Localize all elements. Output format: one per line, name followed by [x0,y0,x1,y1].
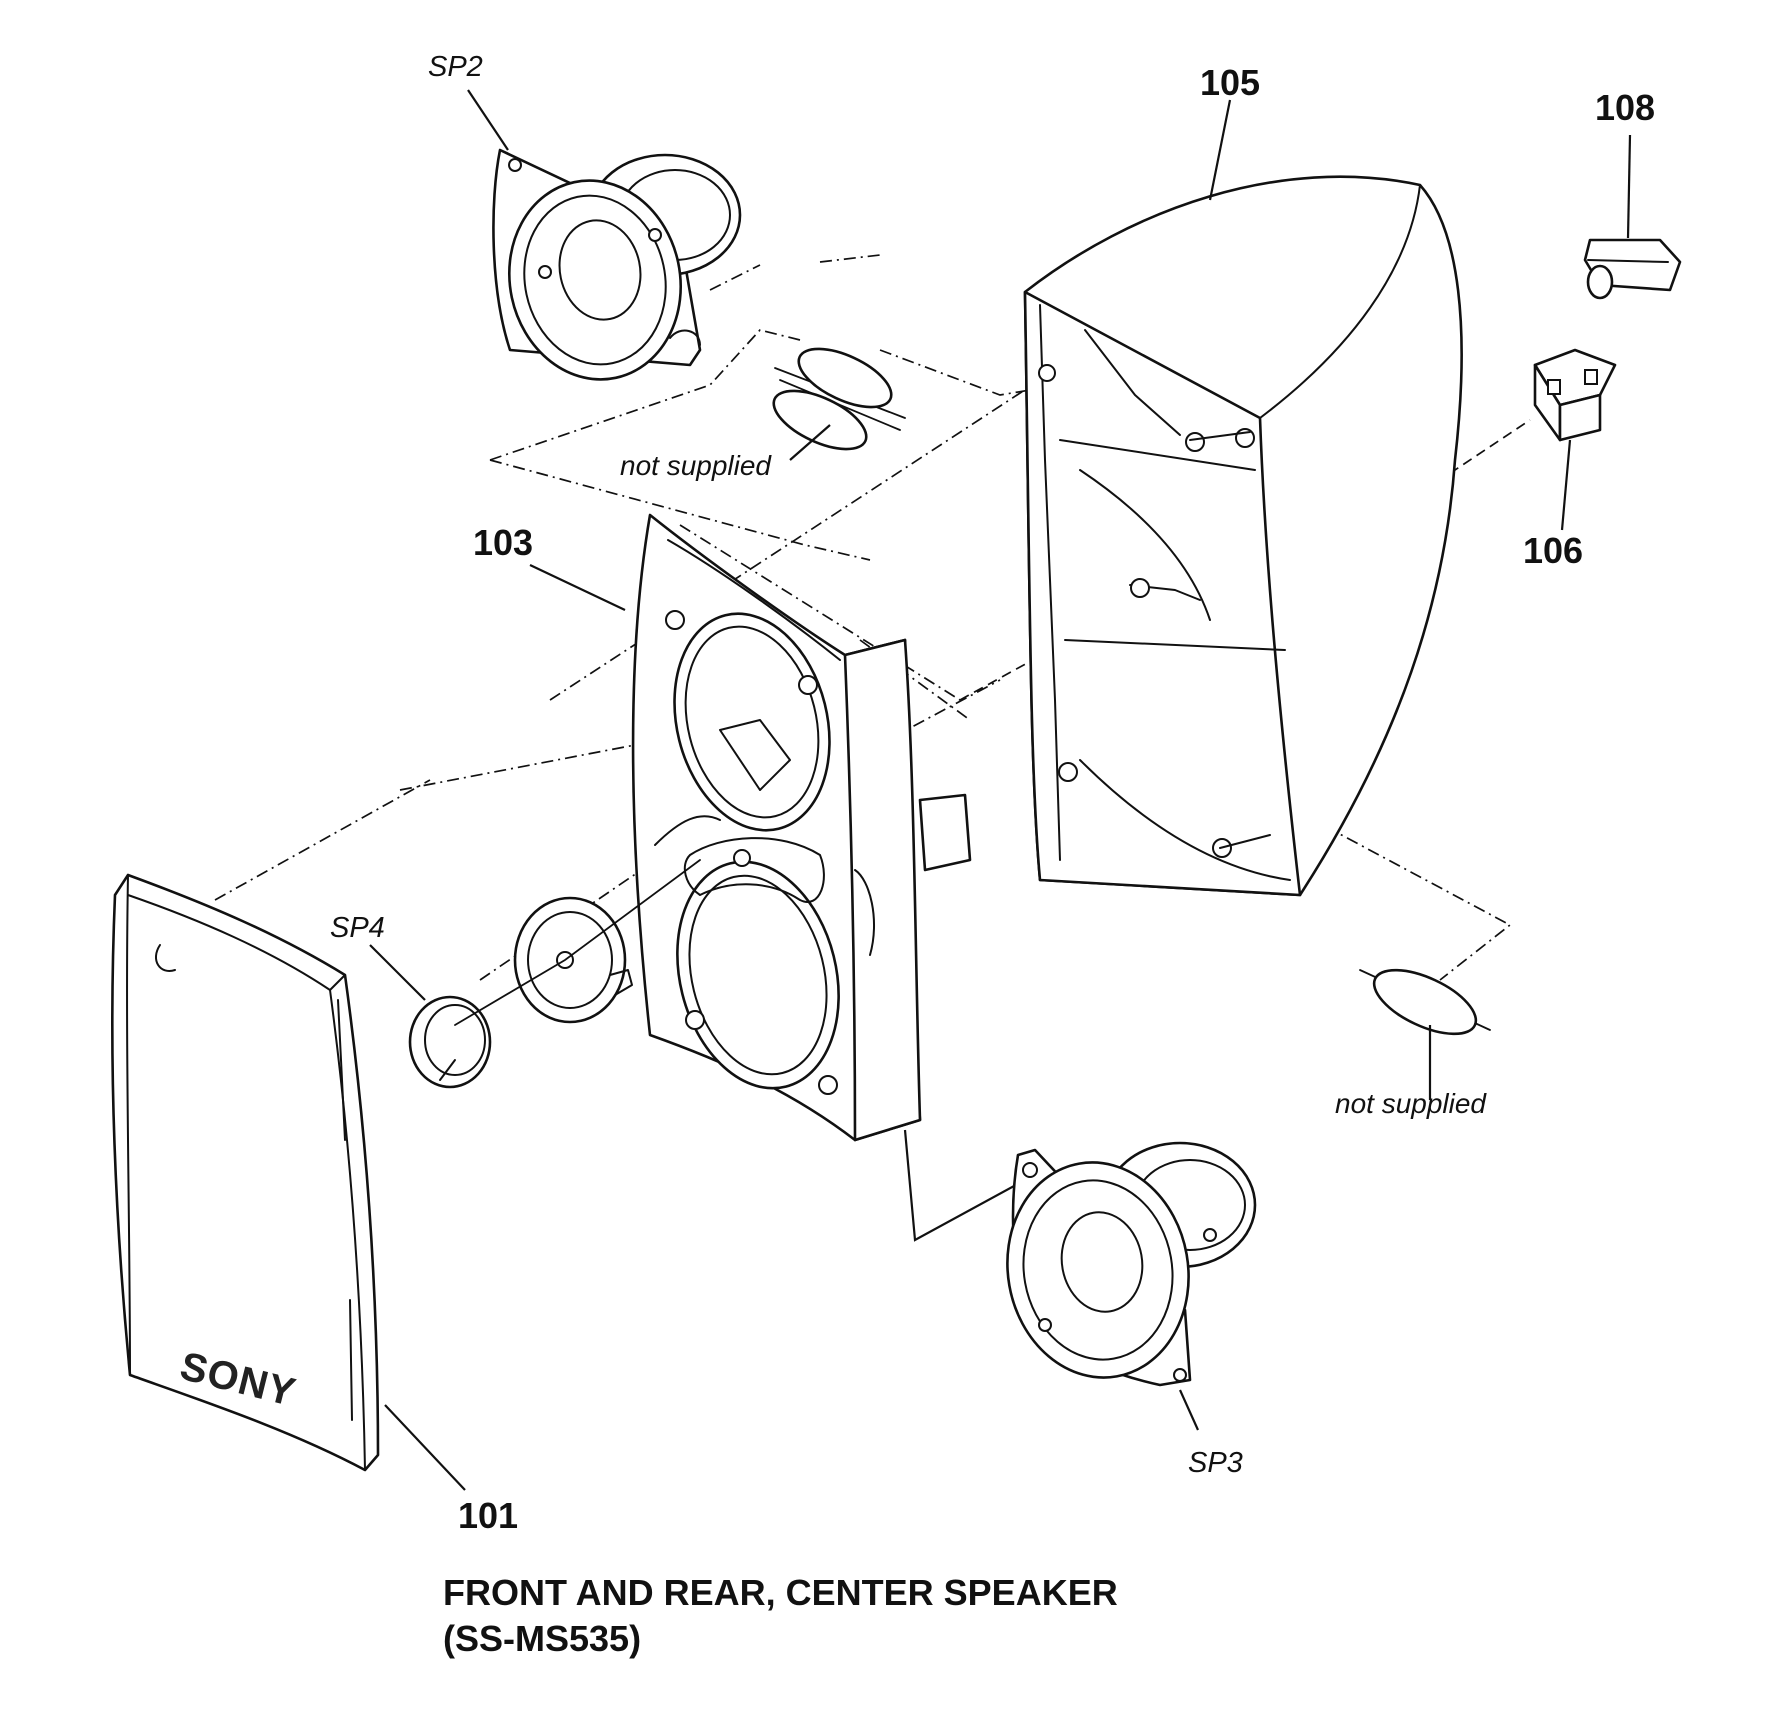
tweeter-housing [454,859,701,1026]
leader-105 [1208,99,1232,201]
label-103: 103 [473,522,533,563]
label-sp2: SP2 [428,51,483,83]
cap-108 [1583,134,1682,300]
rear-enclosure-105 [1023,175,1463,897]
label-not-supplied-top: not supplied [620,450,772,481]
front-baffle-103 [631,513,1026,1242]
speaker-sp3 [1006,1141,1257,1431]
caption-title: FRONT AND REAR, CENTER SPEAKER [443,1572,1118,1613]
leader-103 [529,564,626,611]
speaker-sp2 [467,89,742,381]
front-grille-101: SONY [110,873,466,1491]
label-sp3: SP3 [1188,1447,1243,1479]
not-supplied-component-top [772,347,906,461]
label-sp4: SP4 [330,912,385,944]
caption-model: (SS-MS535) [443,1618,642,1659]
diagram-caption: FRONT AND REAR, CENTER SPEAKER (SS-MS535… [443,1570,1118,1662]
label-not-supplied-bottom: not supplied [1335,1088,1487,1119]
label-108: 108 [1595,87,1655,128]
not-supplied-component-bottom [1359,968,1491,1100]
tweeter-sp4 [369,944,492,1089]
terminal-block-106 [1533,348,1617,531]
label-105: 105 [1200,62,1260,103]
label-101: 101 [458,1495,518,1536]
label-106: 106 [1523,530,1583,571]
